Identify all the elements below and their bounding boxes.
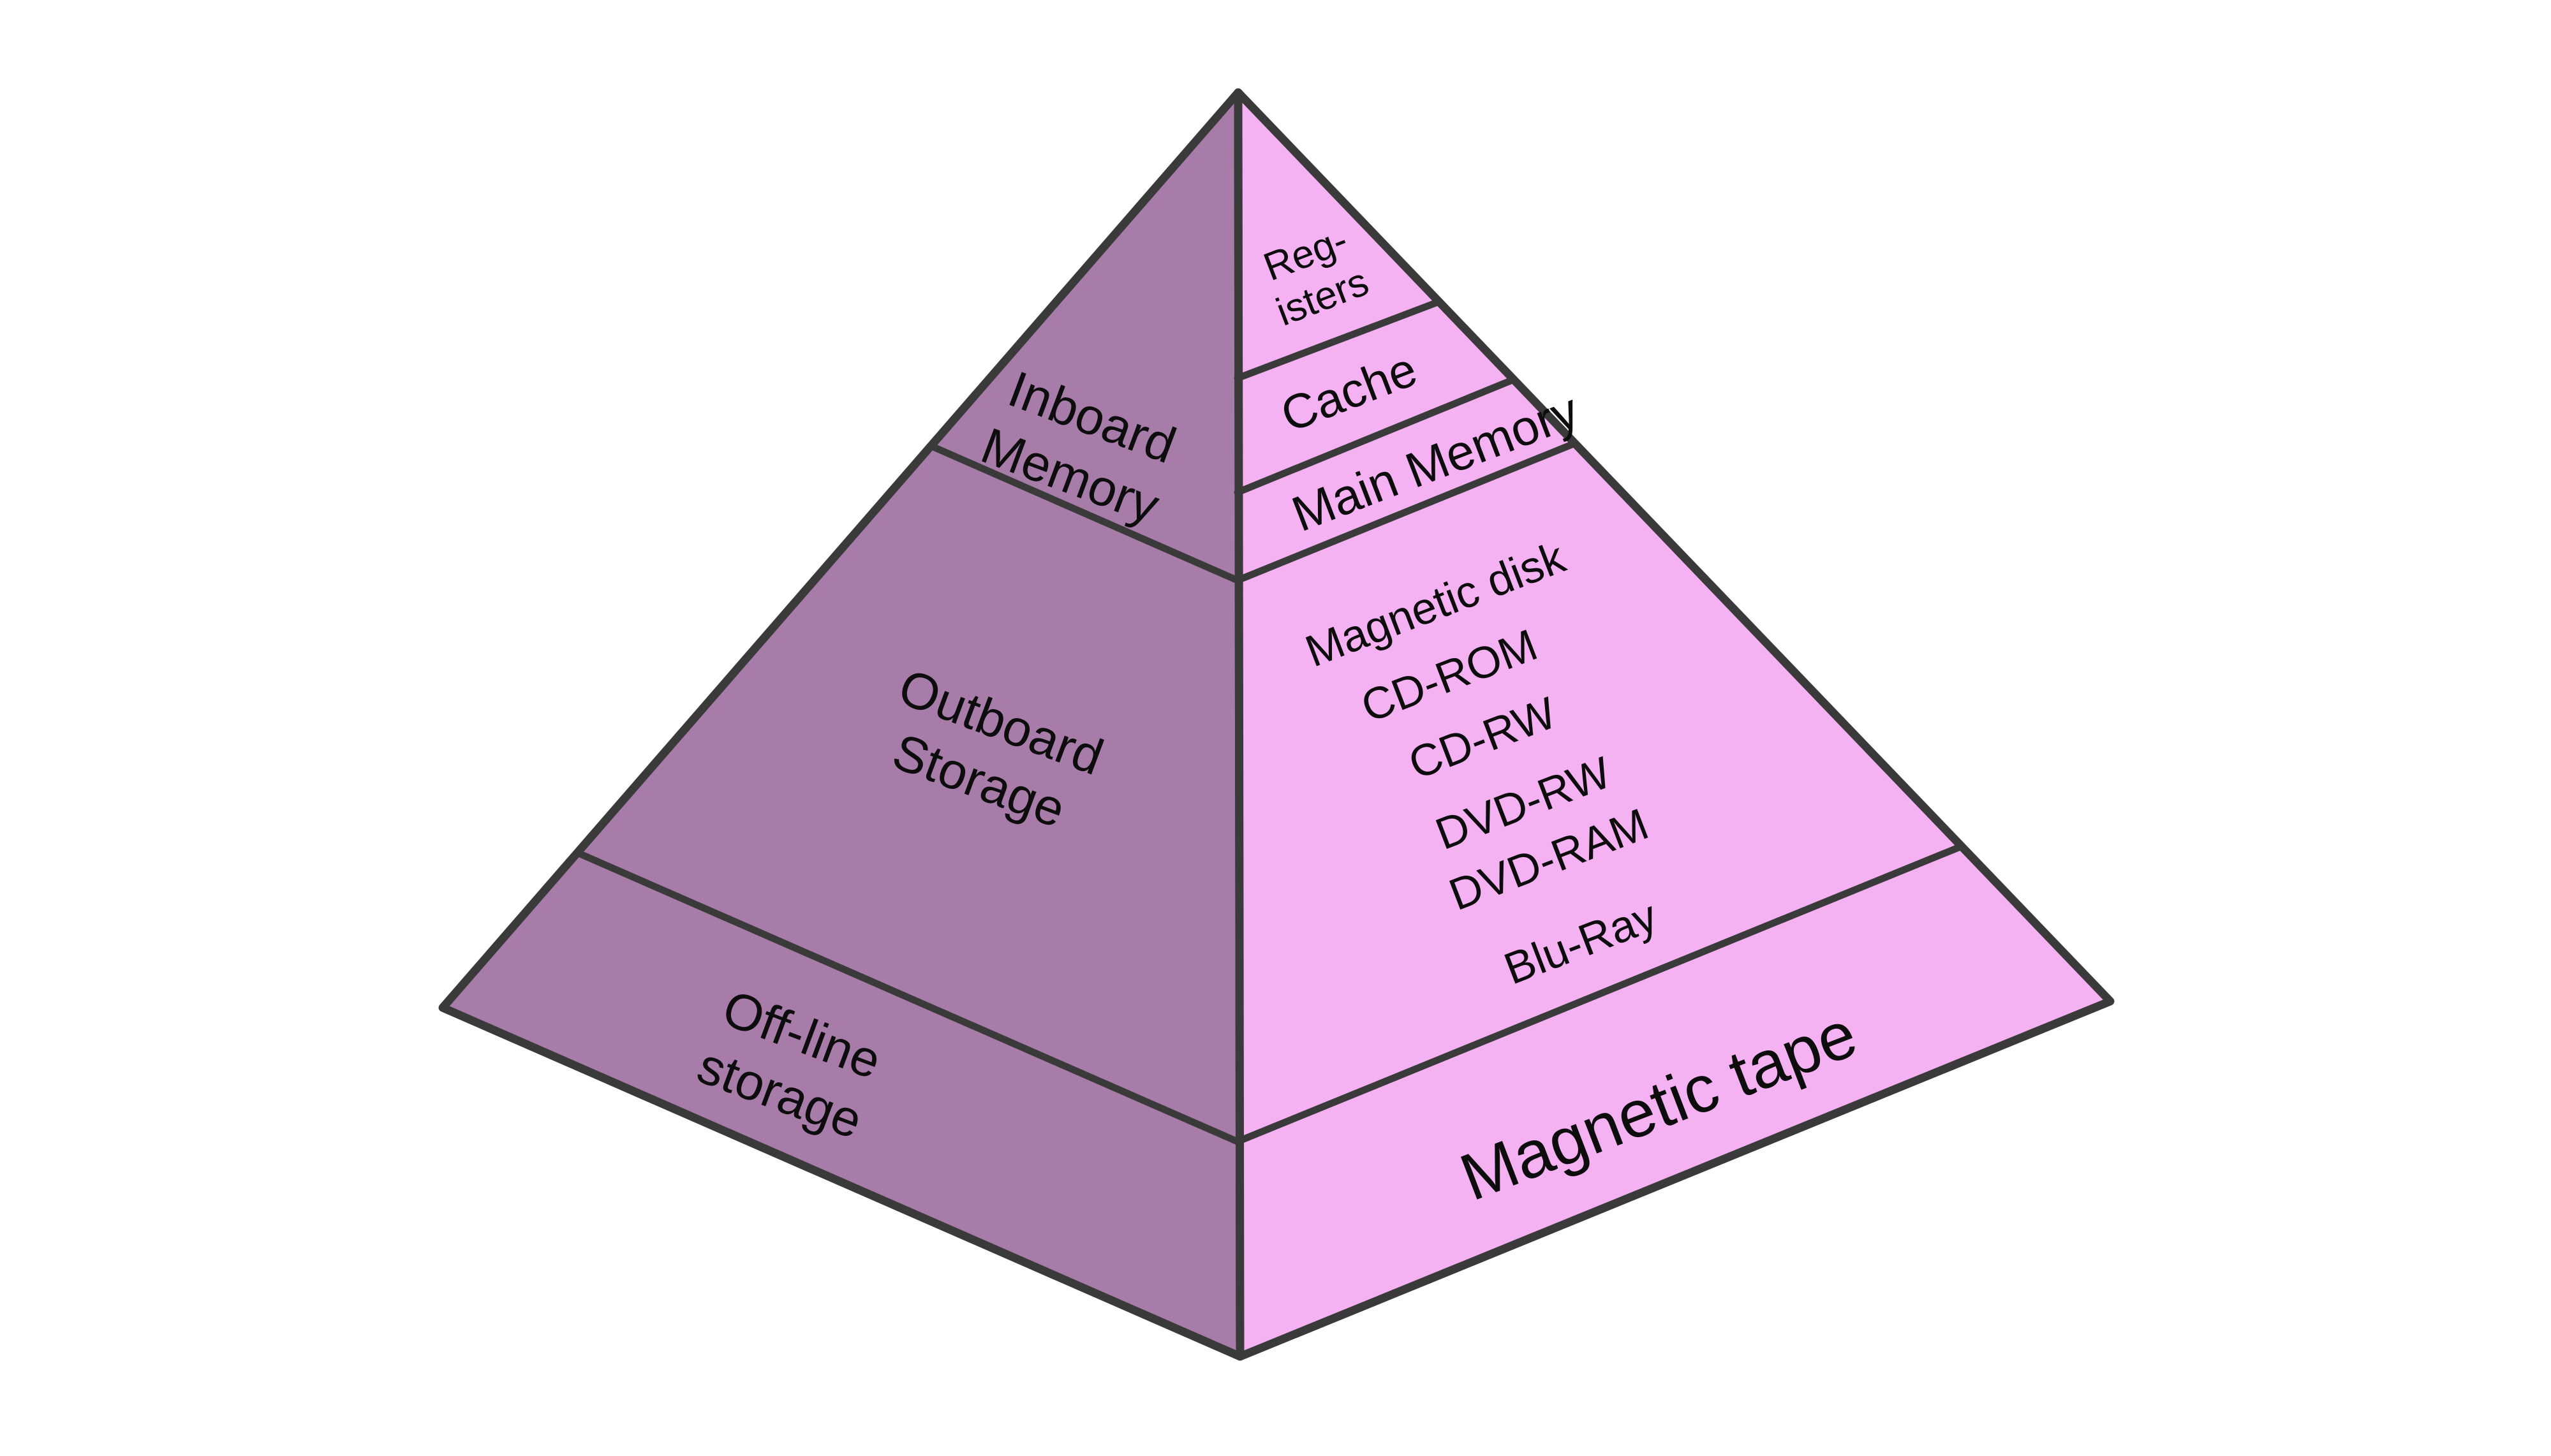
divider-inboard-outboard (927, 442, 1241, 584)
divider-mainmemory-disks (1234, 439, 1579, 584)
divider-disks-magnetictape (1234, 842, 1965, 1145)
pyramid-left-face (438, 88, 1245, 1361)
divider-registers-cache (1234, 298, 1443, 382)
divider-outboard-offline (573, 849, 1241, 1145)
pyramid-right-face (1234, 88, 2115, 1361)
divider-cache-mainmemory (1234, 376, 1518, 496)
